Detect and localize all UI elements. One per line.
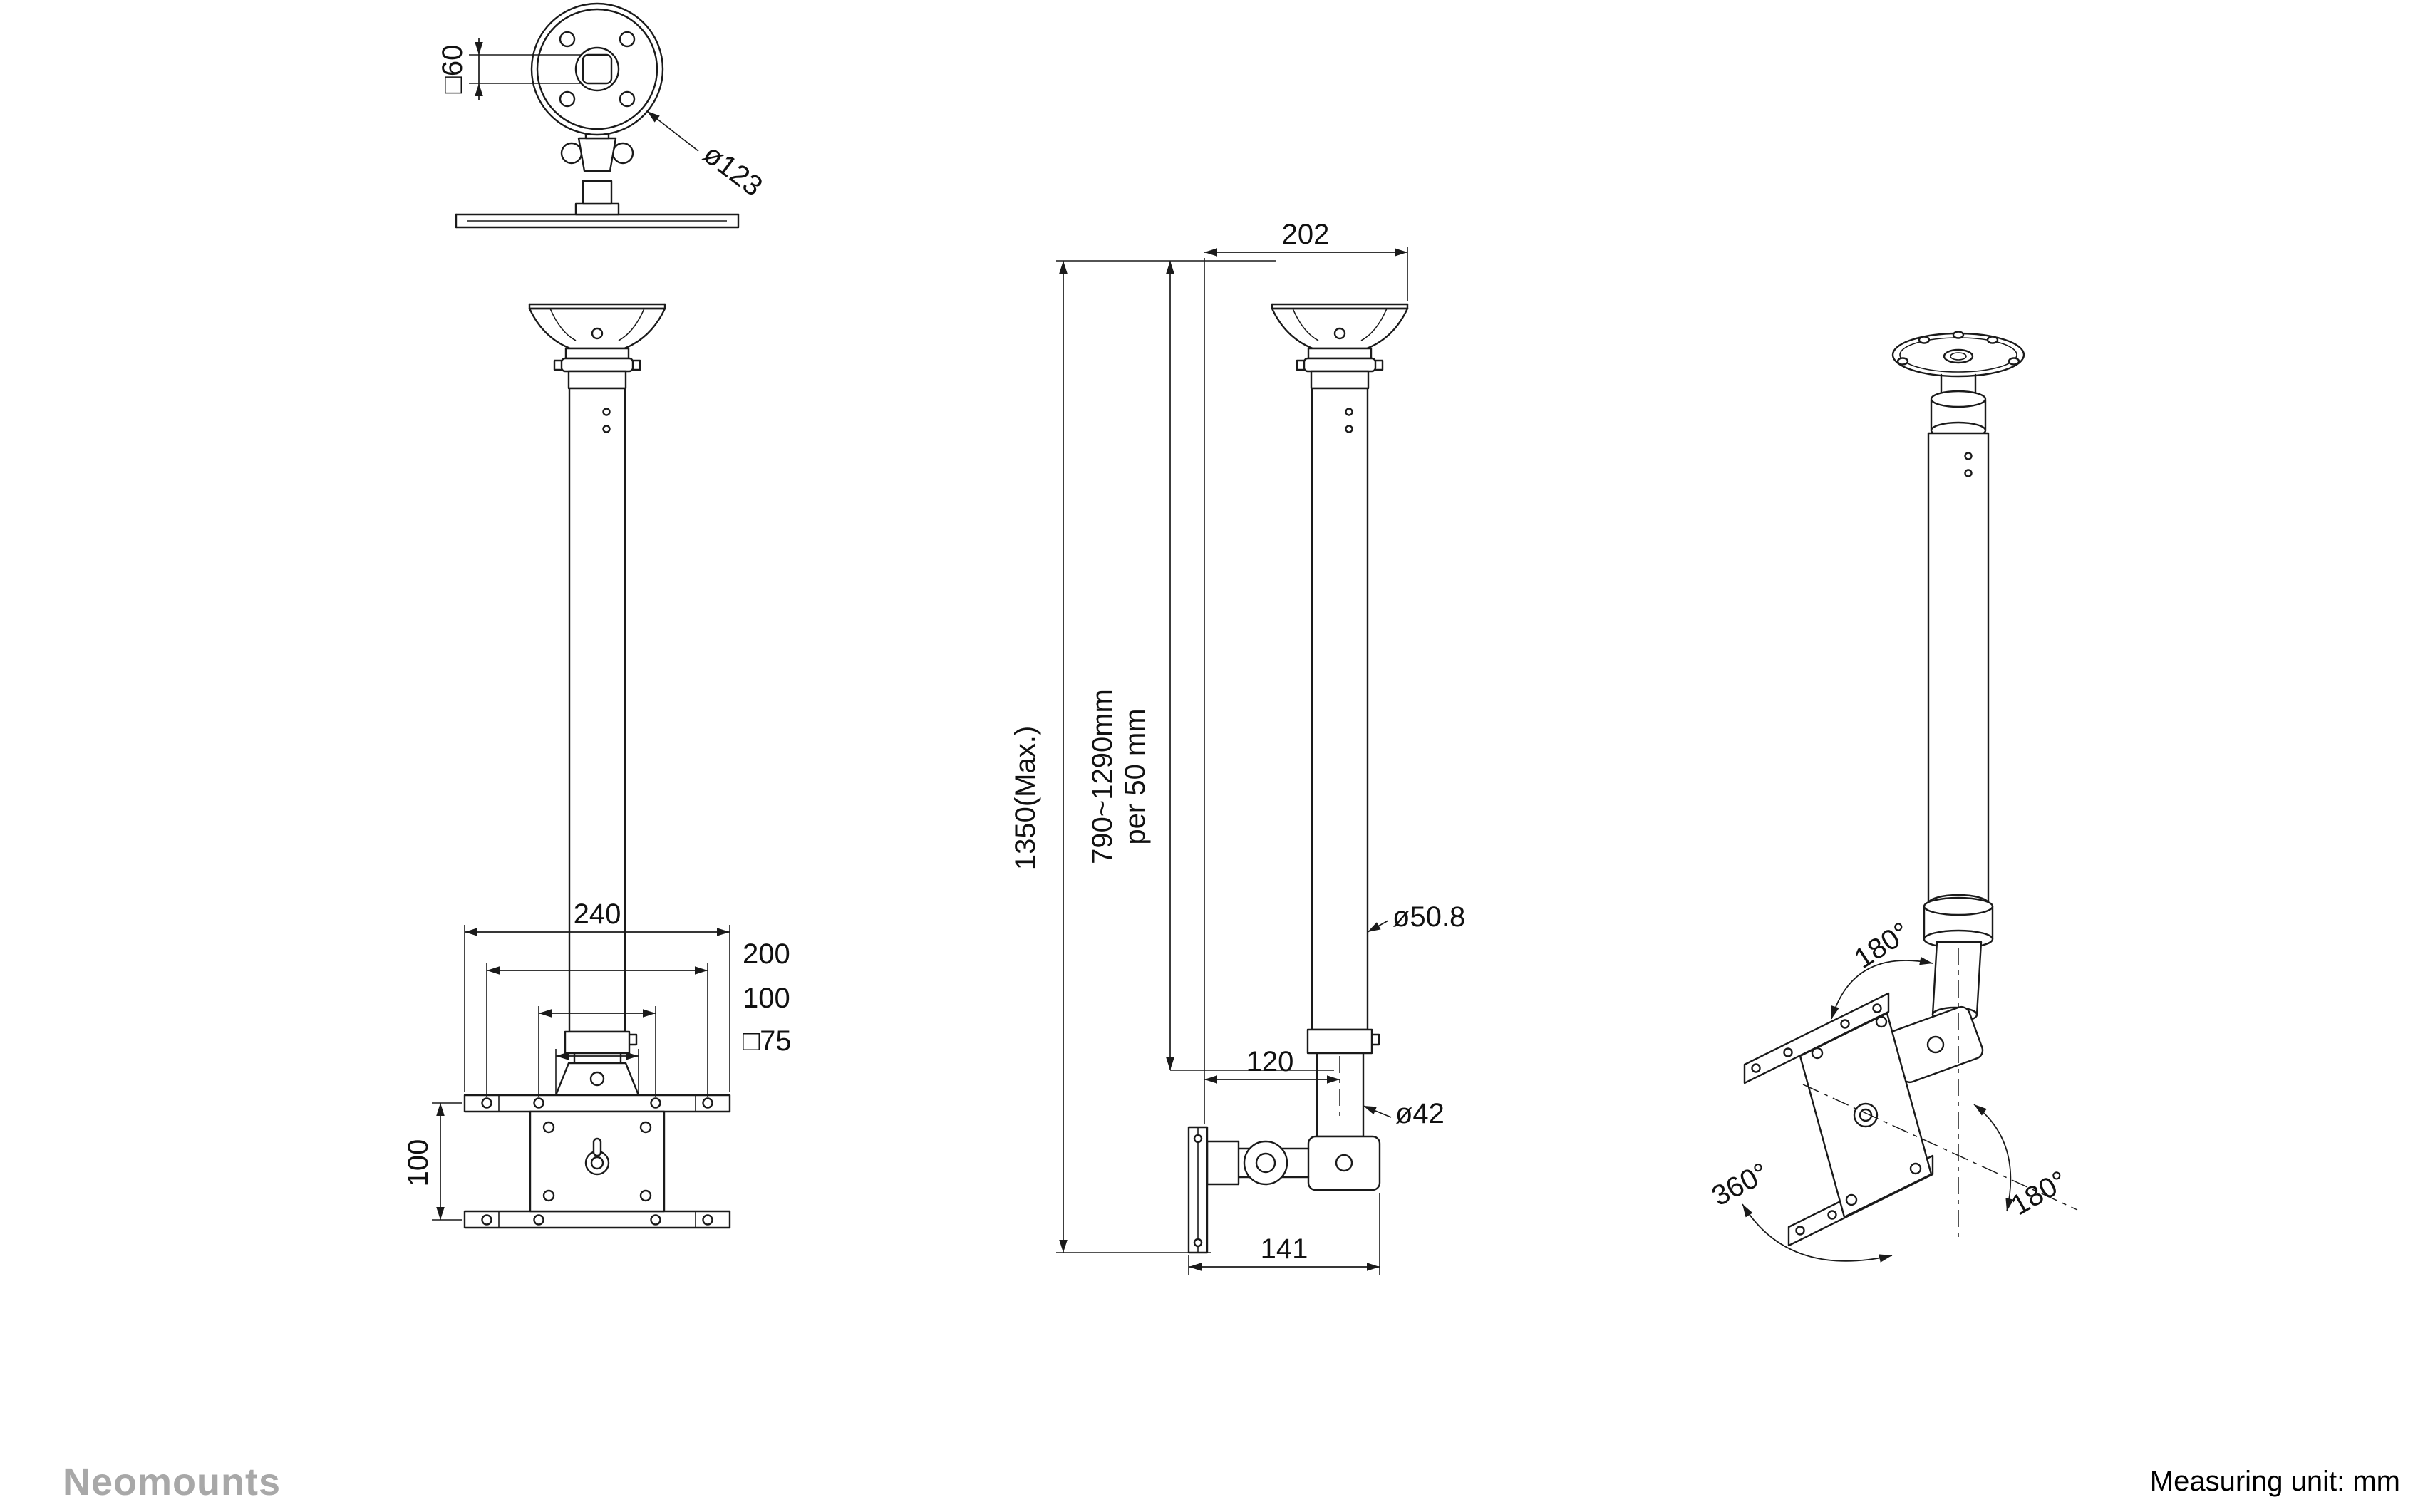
- side-dim-1350: [1056, 260, 1276, 1253]
- front-ceiling-cup: [528, 303, 666, 390]
- side-dim-141: [1188, 1193, 1380, 1275]
- persp-ceiling-plate: [1891, 331, 2025, 378]
- label-202: 202: [1282, 219, 1330, 250]
- front-dim-240: [464, 925, 730, 1092]
- label-dia-508: ø50.8: [1392, 901, 1465, 933]
- front-tilt-joint: [554, 1062, 640, 1097]
- side-dim-dia508: [1365, 920, 1389, 936]
- top-view-dim-dia123: [644, 108, 699, 152]
- side-pole: [1311, 387, 1369, 1031]
- label-75: □75: [743, 1025, 792, 1057]
- label-100-width: 100: [743, 983, 790, 1014]
- front-vesa-assembly: [463, 1094, 731, 1229]
- measuring-unit-note: Measuring unit: mm: [2150, 1466, 2400, 1497]
- label-1350-max: 1350(Max.): [1010, 726, 1041, 870]
- persp-tilt-arrow: [1827, 956, 1934, 1020]
- label-dia-123: ø123: [698, 138, 768, 202]
- persp-neck: [1930, 373, 1987, 440]
- persp-vesa-plate: [1799, 1012, 1933, 1218]
- side-view: 202 1350(Max.) 790~1290mm per 50 mm ø50.…: [1010, 219, 1465, 1275]
- side-dim-120: [1204, 1056, 1340, 1117]
- perspective-view: 180° 360° 180°: [1707, 331, 2078, 1263]
- side-ceiling-cup: [1271, 303, 1409, 390]
- label-height-step: per 50 mm: [1120, 708, 1151, 844]
- label-rotate-180: 180°: [2006, 1165, 2073, 1221]
- persp-axis-lines: [1802, 948, 2078, 1243]
- front-dim-100-height: [432, 1102, 462, 1221]
- persp-pole: [1927, 432, 1990, 913]
- label-swivel-360: 360°: [1707, 1157, 1774, 1213]
- label-height-range: 790~1290mm: [1087, 689, 1118, 864]
- side-vesa-plate: [1187, 1126, 1209, 1254]
- top-view-swivel-bracket: [560, 128, 634, 205]
- label-tilt-180: 180°: [1849, 916, 1915, 975]
- label-141: 141: [1261, 1233, 1308, 1265]
- front-dim-75: [555, 1049, 639, 1094]
- top-view: □60 ø123: [437, 2, 768, 229]
- label-120: 120: [1246, 1046, 1294, 1077]
- label-240: 240: [574, 899, 621, 930]
- side-lower-collar: [1306, 1028, 1380, 1055]
- label-square-60: □60: [437, 45, 468, 94]
- top-view-ceiling-plate: [530, 2, 664, 136]
- side-arm: [1206, 1140, 1310, 1186]
- front-dim-100-width: [538, 1006, 656, 1097]
- side-clamp: [1307, 1135, 1381, 1191]
- front-view: 240 200 100 □75: [403, 303, 792, 1229]
- front-dim-200: [486, 963, 708, 1097]
- persp-swivel-arrow: [1739, 1201, 1893, 1263]
- persp-rotate-arrow: [1971, 1101, 2014, 1213]
- brand-logo: Neomounts: [63, 1461, 281, 1503]
- persp-lower-collar: [1923, 896, 1994, 949]
- side-dim-202: [1204, 247, 1408, 1124]
- label-200: 200: [743, 938, 790, 970]
- label-100-height: 100: [403, 1139, 434, 1187]
- side-dim-height-range: [1166, 261, 1334, 1071]
- side-dim-dia42: [1361, 1102, 1392, 1118]
- top-view-foot-plate: [455, 202, 740, 229]
- front-pole: [568, 387, 626, 1033]
- top-view-dim-square60: [469, 38, 582, 100]
- label-dia-42: ø42: [1395, 1098, 1445, 1129]
